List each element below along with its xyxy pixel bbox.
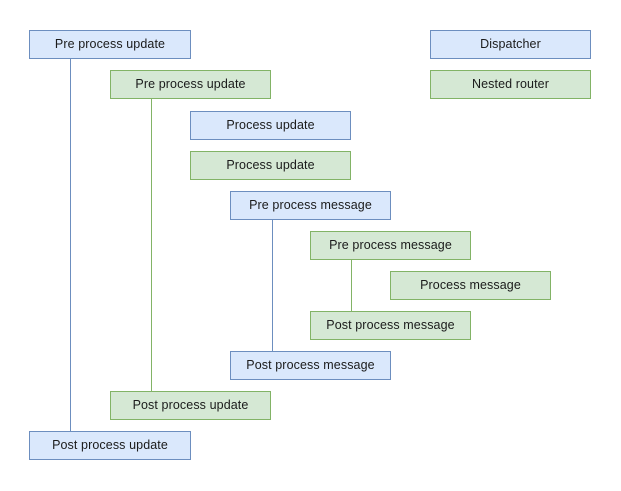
- router-update-lifeline-connector: [151, 99, 152, 392]
- dispatcher-message-lifeline-connector: [272, 220, 273, 352]
- node-label: Post process update: [132, 398, 249, 413]
- node-label: Process message: [420, 278, 521, 293]
- node-process-update-green[interactable]: Process update: [190, 151, 351, 180]
- legend-item-dispatcher[interactable]: Dispatcher: [430, 30, 591, 59]
- node-label: Pre process update: [54, 37, 166, 52]
- router-message-lifeline-connector: [351, 260, 352, 312]
- node-label: Post process message: [326, 318, 455, 333]
- node-label: Pre process message: [329, 238, 452, 253]
- node-pre-process-update-green[interactable]: Pre process update: [110, 70, 271, 99]
- node-post-process-message-blue[interactable]: Post process message: [230, 351, 391, 380]
- node-label: Pre process message: [249, 198, 372, 213]
- legend-item-nested-router[interactable]: Nested router: [430, 70, 591, 99]
- node-process-message-green[interactable]: Process message: [390, 271, 551, 300]
- node-label: Post process message: [246, 358, 375, 373]
- node-pre-process-message-green[interactable]: Pre process message: [310, 231, 471, 260]
- node-process-update-blue[interactable]: Process update: [190, 111, 351, 140]
- node-post-process-update-blue[interactable]: Post process update: [29, 431, 191, 460]
- legend-item-label: Nested router: [471, 77, 550, 92]
- node-pre-process-update-blue[interactable]: Pre process update: [29, 30, 191, 59]
- node-post-process-update-green[interactable]: Post process update: [110, 391, 271, 420]
- legend-item-label: Dispatcher: [480, 37, 541, 52]
- node-label: Pre process update: [135, 77, 246, 92]
- node-pre-process-message-blue[interactable]: Pre process message: [230, 191, 391, 220]
- node-label: Post process update: [52, 438, 168, 453]
- node-label: Process update: [226, 158, 315, 173]
- node-post-process-message-green[interactable]: Post process message: [310, 311, 471, 340]
- node-label: Process update: [226, 118, 315, 133]
- dispatcher-update-lifeline-connector: [70, 59, 71, 432]
